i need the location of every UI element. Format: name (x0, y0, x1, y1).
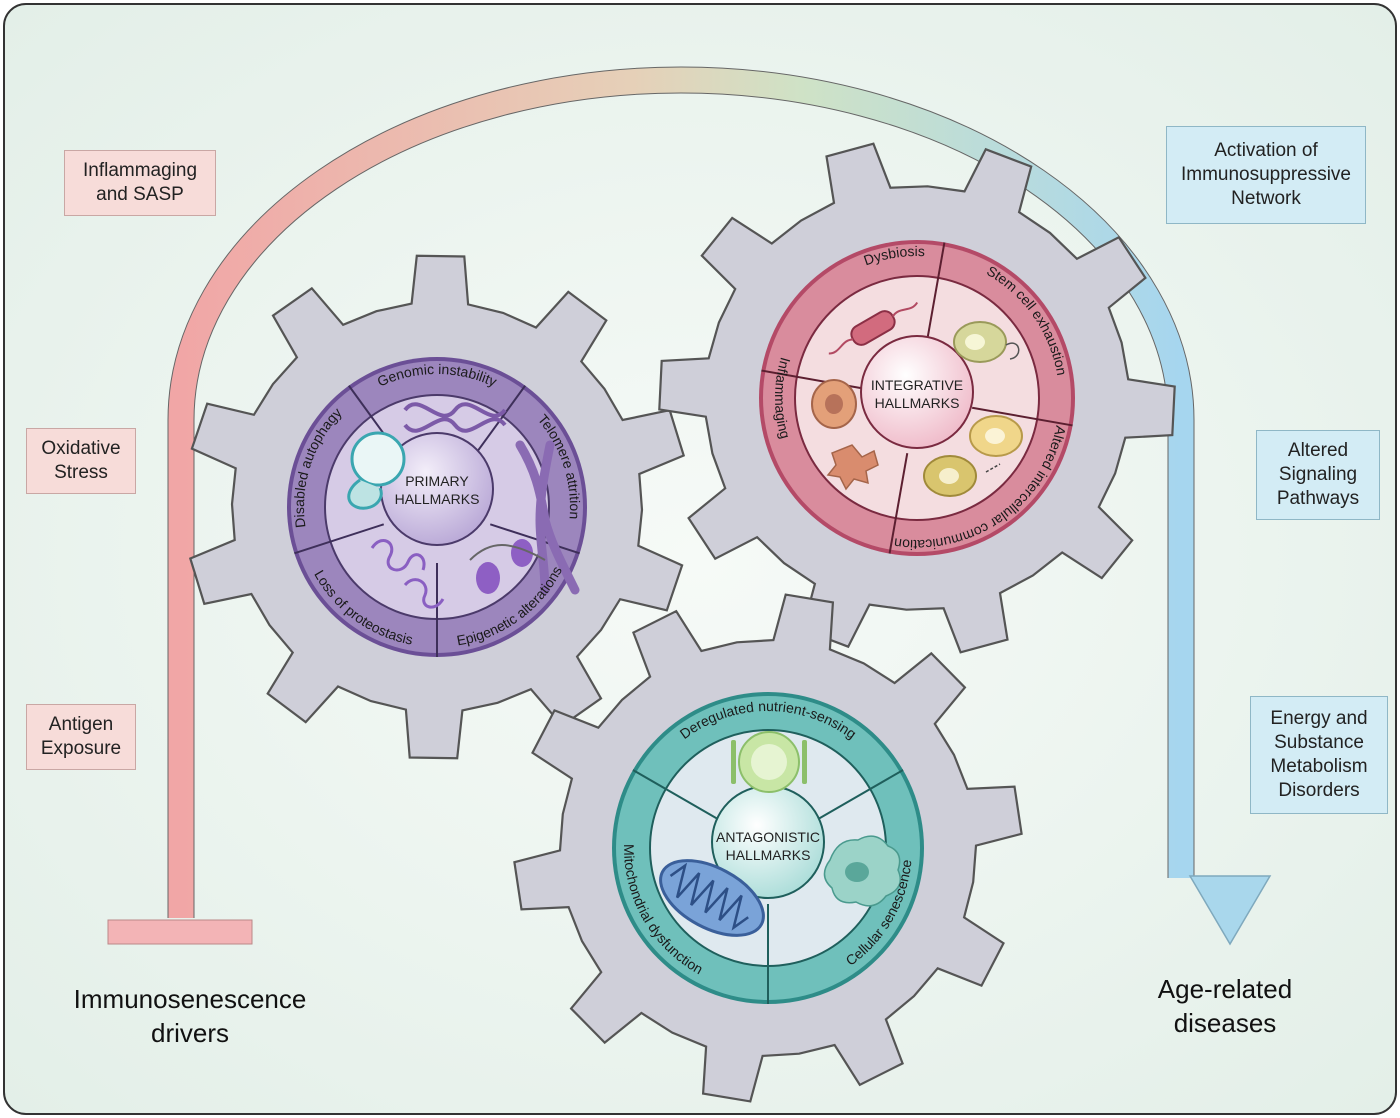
disease-line: Immunosuppressive (1180, 164, 1352, 185)
antagonistic-center-label-1: ANTAGONISTIC (716, 829, 820, 845)
antagonistic-center-label-2: HALLMARKS (726, 847, 811, 863)
segment-divider (925, 242, 946, 344)
immunosenescence-drivers-label: Immunosenescence drivers (40, 982, 340, 1050)
segment-divider (888, 452, 909, 554)
driver-line: Exposure (40, 738, 122, 759)
driver-line: Inflammaging (82, 160, 198, 181)
bacterium-icon (828, 301, 919, 355)
segment-divider (971, 406, 1073, 427)
disease-line: Activation of (1214, 140, 1318, 161)
primary-center-label-2: HALLMARKS (395, 491, 480, 507)
dna-icon (403, 402, 507, 433)
integrative-center-label-1: INTEGRATIVE (871, 377, 963, 393)
inhibition-bar (107, 919, 253, 945)
integrative-center-label-2: HALLMARKS (875, 395, 960, 411)
immune-cell-icon (811, 379, 879, 491)
disease-line: Network (1231, 188, 1301, 209)
disease-arrowhead (1188, 875, 1272, 946)
lysosome-icon (347, 478, 383, 510)
integrative-hallmarks-wheel: INTEGRATIVE HALLMARKS (759, 240, 1075, 556)
segment-divider (815, 769, 904, 821)
driver-line: Oxidative (41, 438, 121, 459)
segment-divider (294, 523, 385, 555)
diseases-label-line: Age-related (1157, 974, 1293, 1004)
senescent-cell-icon (823, 835, 901, 907)
disease-line: Pathways (1276, 488, 1360, 509)
nucleosome-icon (469, 539, 546, 594)
primary-center-label-1: PRIMARY (405, 473, 469, 489)
age-related-diseases-label: Age-related diseases (1110, 972, 1340, 1040)
segment-label-inflammaging: Inflammaging (772, 356, 794, 441)
driver-line: Antigen (48, 714, 114, 735)
disease-line: Disorders (1278, 780, 1360, 801)
disease-line: Signaling (1278, 464, 1358, 485)
diseases-label-line: diseases (1173, 1008, 1277, 1038)
stem-cell-icon (953, 321, 1020, 363)
disease-line: Substance (1274, 732, 1364, 753)
mitochondrion-icon (659, 859, 765, 937)
autophagosome-icon (350, 431, 406, 487)
disease-line: Altered (1287, 440, 1349, 461)
drivers-label-line: drivers (150, 1018, 229, 1048)
chromosome-icon (515, 440, 580, 595)
segment-divider (469, 385, 526, 463)
drivers-label-line: Immunosenescence (73, 984, 307, 1014)
disease-line: Energy and (1270, 708, 1368, 729)
driver-line: Stress (54, 462, 108, 483)
driver-box-inflammaging: Inflammaging and SASP (64, 150, 216, 216)
misfolded-protein-icon (370, 539, 445, 609)
disease-line: Metabolism (1270, 756, 1368, 777)
driver-line: and SASP (96, 184, 184, 205)
communicating-cells-icon (923, 415, 1023, 497)
plate-icon (731, 731, 807, 793)
antagonistic-hallmarks-wheel: ANTAGONISTIC HALLMARKS (612, 692, 924, 1004)
primary-hallmarks-wheel: PRIMARY HALLMARKS (287, 357, 587, 657)
segment-divider (632, 769, 721, 821)
driver-disease-arc-outline (167, 66, 1195, 918)
segment-divider (489, 523, 580, 555)
